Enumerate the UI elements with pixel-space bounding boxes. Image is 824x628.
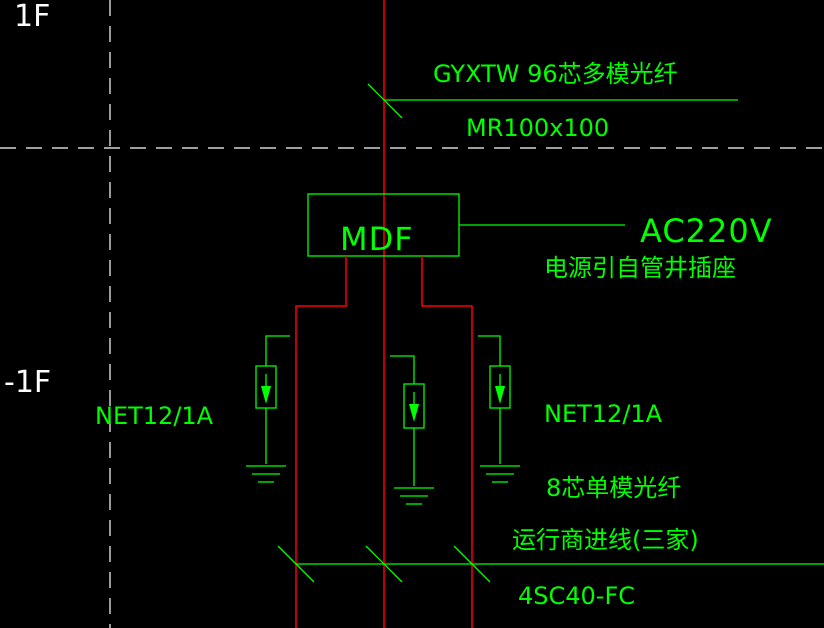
net-label-right: NET12/1A [544, 400, 663, 428]
net-label-left: NET12/1A [95, 402, 214, 430]
red-branch-right [421, 256, 473, 628]
arrow-icon [261, 374, 271, 404]
conduit-tick-center [365, 545, 403, 583]
tray-label: MR100x100 [466, 114, 609, 142]
floor-label-1f: 1F [14, 0, 50, 34]
power-voltage-label: AC220V [640, 212, 773, 250]
ground-symbol-left [246, 335, 290, 483]
conduit-tick-right [453, 545, 491, 583]
arrow-icon [409, 392, 419, 422]
red-branch-left [295, 256, 347, 628]
fiber-main-tick [367, 83, 403, 119]
conduit-label: 4SC40-FC [518, 582, 635, 610]
fiber-single-label: 8芯单模光纤 [546, 474, 681, 502]
arrow-icon [495, 374, 505, 404]
mdf-label: MDF [340, 220, 414, 258]
ground-symbol-center [390, 355, 434, 505]
ground-symbol-right [478, 335, 520, 483]
floor-label-minus-1f: -1F [4, 365, 51, 400]
power-source-label: 电源引自管井插座 [544, 254, 736, 282]
fiber-main-label: GYXTW 96芯多模光纤 [433, 60, 678, 88]
conduit-tick-left [277, 545, 315, 583]
carrier-label: 运行商进线(三家) [512, 526, 699, 554]
